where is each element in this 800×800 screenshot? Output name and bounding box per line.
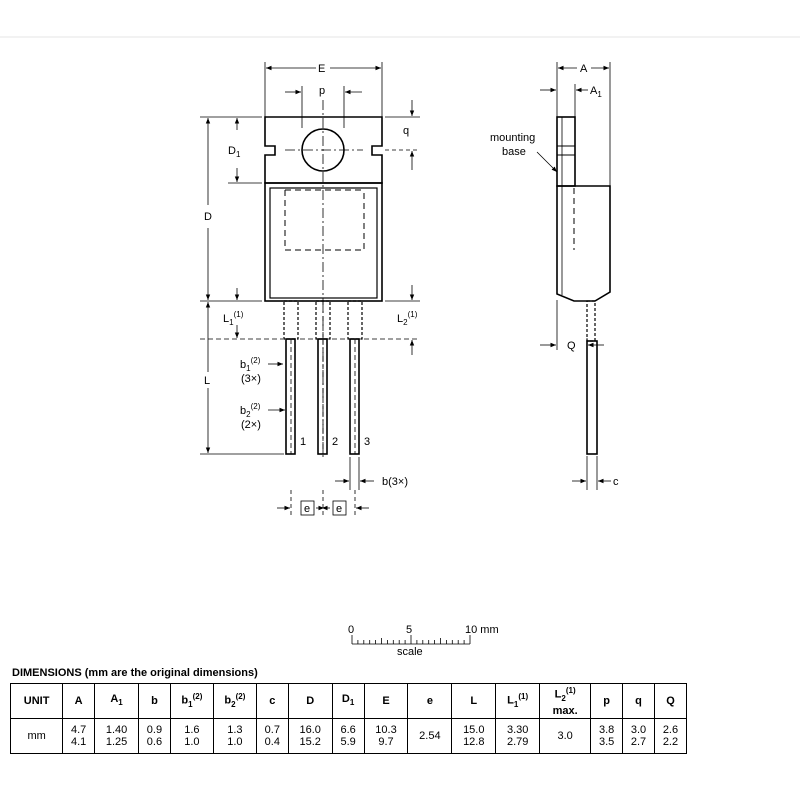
front-view [200, 62, 420, 518]
label-pin-3: 3 [364, 436, 370, 448]
scale-tick-5: 5 [406, 624, 412, 636]
table-header-cell: E [363, 683, 409, 719]
die-outline [284, 189, 365, 251]
lead-1 [283, 300, 299, 455]
table-header-cell: UNIT [9, 683, 64, 719]
side-tab [556, 116, 576, 187]
table-header-cell: Q [653, 683, 688, 719]
label-b-3x: b(3×) [382, 476, 408, 488]
label-c: c [613, 476, 619, 488]
table-header-cell: L [451, 683, 497, 719]
label-p: p [319, 85, 325, 97]
table-header-cell: b1(2) [169, 683, 214, 719]
side-view [536, 62, 611, 490]
table-cell: 2.54 [407, 718, 453, 754]
table-header-cell: c [255, 683, 289, 719]
label-q: q [403, 125, 409, 137]
label-b2-count: (2×) [241, 419, 261, 431]
label-base: base [502, 146, 526, 158]
table-header-cell: p [590, 683, 624, 719]
front-view-labels: E p q D1 D L1(1) L2(1) b1(2) (3×) L b2(2… [204, 63, 418, 515]
table-header-cell: D1 [331, 683, 365, 719]
body-inner-outline [269, 187, 378, 299]
label-b1-count: (3×) [241, 373, 261, 385]
scale-tick-10: 10 mm [465, 624, 499, 636]
label-Q: Q [567, 340, 576, 352]
table-header-cell: b [137, 683, 171, 719]
label-L: L [204, 375, 210, 387]
table-cell: 3.0 [539, 718, 592, 754]
label-e-1: e [304, 503, 310, 515]
label-D1: D1 [228, 145, 241, 159]
body-outline [264, 182, 383, 302]
lead-2 [315, 300, 331, 455]
dimensions-title: DIMENSIONS (mm are the original dimensio… [12, 667, 258, 679]
dimensions-title-main: DIMENSIONS [12, 667, 82, 679]
scale-bar: 0 5 10 mm scale [348, 624, 499, 658]
table-header-cell: b2(2) [212, 683, 257, 719]
label-e-2: e [336, 503, 342, 515]
label-L2: L2(1) [397, 310, 418, 327]
side-body [556, 185, 611, 302]
label-L1: L1(1) [223, 310, 244, 327]
label-mounting: mounting [490, 132, 535, 144]
label-E: E [318, 63, 325, 75]
table-header-cell: e [407, 683, 453, 719]
table-header-cell: q [622, 683, 655, 719]
unit-cell: mm [9, 718, 64, 754]
label-b2: b2(2) [240, 402, 261, 419]
label-D: D [204, 211, 212, 223]
label-A1: A1 [590, 85, 602, 99]
lead-3 [347, 300, 363, 455]
label-pin-2: 2 [332, 436, 338, 448]
label-pin-1: 1 [300, 436, 306, 448]
dimensions-title-suffix: (mm are the original dimensions) [84, 667, 258, 679]
side-view-labels: A A1 mounting base Q c [490, 63, 619, 488]
label-b1: b1(2) [240, 356, 261, 373]
table-header-cell: A1 [94, 683, 139, 719]
table-header-cell: D [287, 683, 333, 719]
package-outline-drawing: E p q D1 D L1(1) L2(1) b1(2) (3×) L b2(2… [0, 36, 800, 658]
table-header-cell: L1(1) [495, 683, 541, 719]
table-header-cell: A [62, 683, 96, 719]
scale-label: scale [397, 646, 423, 658]
scale-tick-0: 0 [348, 624, 354, 636]
table-header-cell: L2(1)max. [539, 683, 592, 719]
label-A: A [580, 63, 588, 75]
